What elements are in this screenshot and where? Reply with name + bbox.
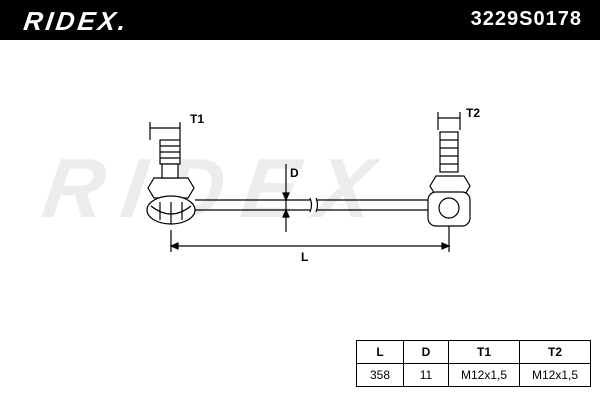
stabilizer-link-drawing: [146, 112, 471, 252]
left-hex-nut: [147, 177, 195, 199]
t1-label: T1: [190, 112, 205, 126]
spec-header-d: D: [403, 340, 449, 364]
spec-table: L D T1 T2 358 11 M12x1,5 M12x1,5: [356, 340, 591, 387]
part-number: 3229S0178: [470, 8, 582, 30]
spec-header-l: L: [356, 340, 404, 364]
right-ball-housing: [427, 191, 471, 227]
spec-value-t2: M12x1,5: [519, 363, 591, 387]
spec-value-l: 358: [356, 363, 404, 387]
spec-value-row: 358 11 M12x1,5 M12x1,5: [356, 363, 591, 387]
spec-header-t2: T2: [519, 340, 591, 364]
l-label: L: [301, 250, 309, 264]
spec-header-row: L D T1 T2: [356, 340, 591, 364]
header-bar: RIDEX. 3229S0178: [0, 0, 600, 40]
d-label: D: [290, 166, 299, 180]
right-stud: [439, 131, 459, 173]
t2-label: T2: [466, 106, 481, 120]
brand-logo: RIDEX.: [21, 6, 131, 36]
spec-header-t1: T1: [448, 340, 520, 364]
spec-value-t1: M12x1,5: [448, 363, 520, 387]
spec-value-d: 11: [403, 363, 449, 387]
